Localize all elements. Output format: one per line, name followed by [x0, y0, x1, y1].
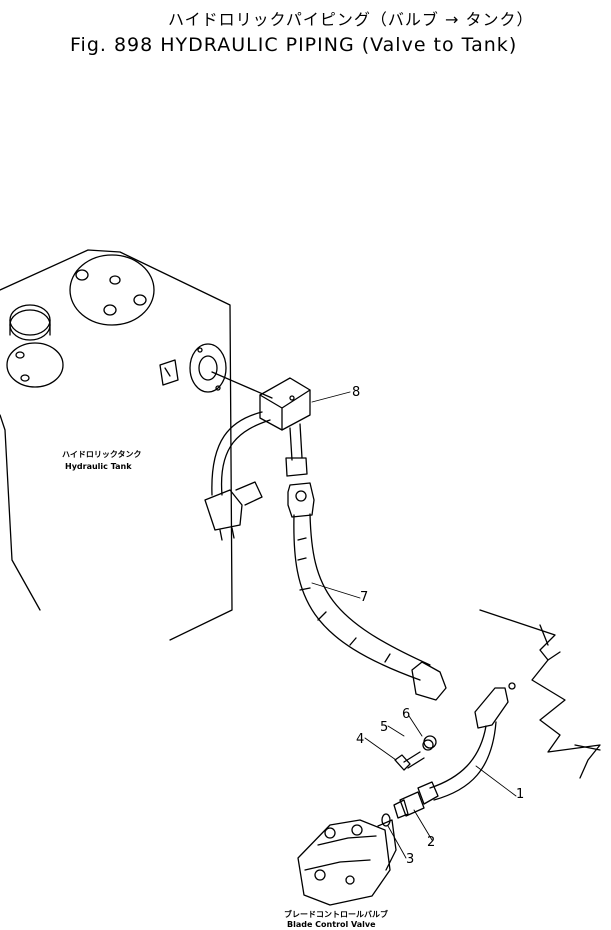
callout-4: 4 — [356, 732, 365, 747]
machine-frame — [479, 609, 601, 779]
hose — [287, 482, 447, 701]
figure-title-japanese: ハイドロリックパイピング（バルブ → タンク） — [168, 10, 534, 29]
valve-label-english: Blade Control Valve — [287, 920, 376, 929]
callout-1: 1 — [516, 787, 525, 802]
figure-title-english: Fig. 898 HYDRAULIC PIPING (Valve to Tank… — [70, 34, 518, 56]
pipe-and-fittings — [381, 682, 516, 827]
callout-3: 3 — [406, 852, 415, 867]
hydraulic-tank — [0, 249, 233, 641]
piping-block — [204, 371, 311, 541]
valve-label-japanese: ブレードコントロールバルブ — [284, 910, 388, 919]
callout-7: 7 — [360, 590, 369, 605]
tank-label-japanese: ハイドロリックタンク — [62, 450, 142, 459]
blade-control-valve — [297, 819, 397, 906]
callout-8: 8 — [352, 385, 361, 400]
callout-6: 6 — [402, 707, 411, 722]
leader-lines — [311, 391, 517, 859]
tank-label-english: Hydraulic Tank — [65, 462, 132, 471]
callout-2: 2 — [427, 835, 436, 850]
callout-5: 5 — [380, 720, 389, 735]
